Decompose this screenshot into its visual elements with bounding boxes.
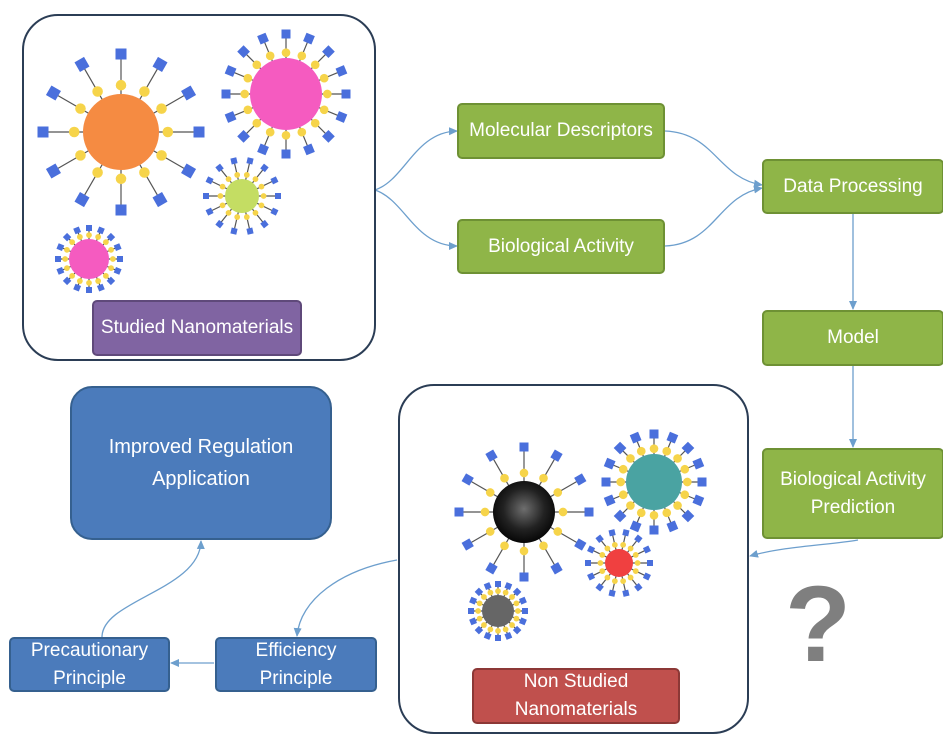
arrow-nonstudied-to-efficiency bbox=[293, 559, 398, 637]
question-mark-icon: ? bbox=[785, 563, 851, 684]
efficiency-principle-box: Efficiency Principle bbox=[215, 637, 377, 692]
nanoparticle-icon bbox=[585, 529, 653, 597]
biological-activity-prediction-label: Biological Activity Prediction bbox=[780, 468, 926, 518]
precautionary-principle-box: Precautionary Principle bbox=[9, 637, 170, 692]
biological-activity-label: Biological Activity bbox=[488, 235, 634, 257]
arrow-prediction-to-nonstudied bbox=[749, 539, 859, 558]
nanoparticle-icon bbox=[468, 581, 528, 641]
molecular-descriptors-box: Molecular Descriptors bbox=[457, 103, 665, 159]
arrow-studied-to-activity bbox=[374, 189, 458, 250]
arrow-descriptors-to-processing bbox=[664, 130, 763, 188]
improved-regulation-application-box: Improved Regulation Application bbox=[70, 386, 332, 540]
data-processing-box: Data Processing bbox=[762, 159, 943, 214]
precautionary-principle-label: Precautionary Principle bbox=[30, 639, 149, 689]
biological-activity-prediction-box: Biological Activity Prediction bbox=[762, 448, 943, 539]
efficiency-principle-label: Efficiency Principle bbox=[255, 639, 337, 689]
nanoparticle-icon bbox=[454, 442, 594, 582]
biological-activity-box: Biological Activity bbox=[457, 219, 665, 274]
model-box: Model bbox=[762, 310, 943, 366]
nanoparticle-icon bbox=[55, 225, 123, 293]
model-label: Model bbox=[827, 327, 879, 348]
nanoparticle-icon bbox=[221, 29, 351, 159]
non-studied-nanomaterials-label-box: Non Studied Nanomaterials bbox=[472, 668, 680, 724]
molecular-descriptors-label: Molecular Descriptors bbox=[469, 120, 653, 141]
improved-regulation-application-label: Improved Regulation Application bbox=[108, 436, 294, 490]
studied-nanomaterials-label: Studied Nanomaterials bbox=[100, 317, 294, 338]
arrow-activity-to-processing bbox=[664, 185, 763, 247]
non-studied-nanomaterials-label: Non Studied Nanomaterials bbox=[514, 671, 638, 720]
nanoparticle-icon bbox=[601, 429, 707, 535]
arrow-precautionary-to-regulation bbox=[101, 540, 205, 638]
data-processing-label: Data Processing bbox=[783, 175, 923, 197]
nanoparticle-icon bbox=[203, 157, 281, 235]
nanoparticle-icon bbox=[37, 48, 205, 216]
arrow-studied-to-descriptors bbox=[374, 127, 458, 191]
studied-nanomaterials-label-box: Studied Nanomaterials bbox=[92, 300, 302, 356]
